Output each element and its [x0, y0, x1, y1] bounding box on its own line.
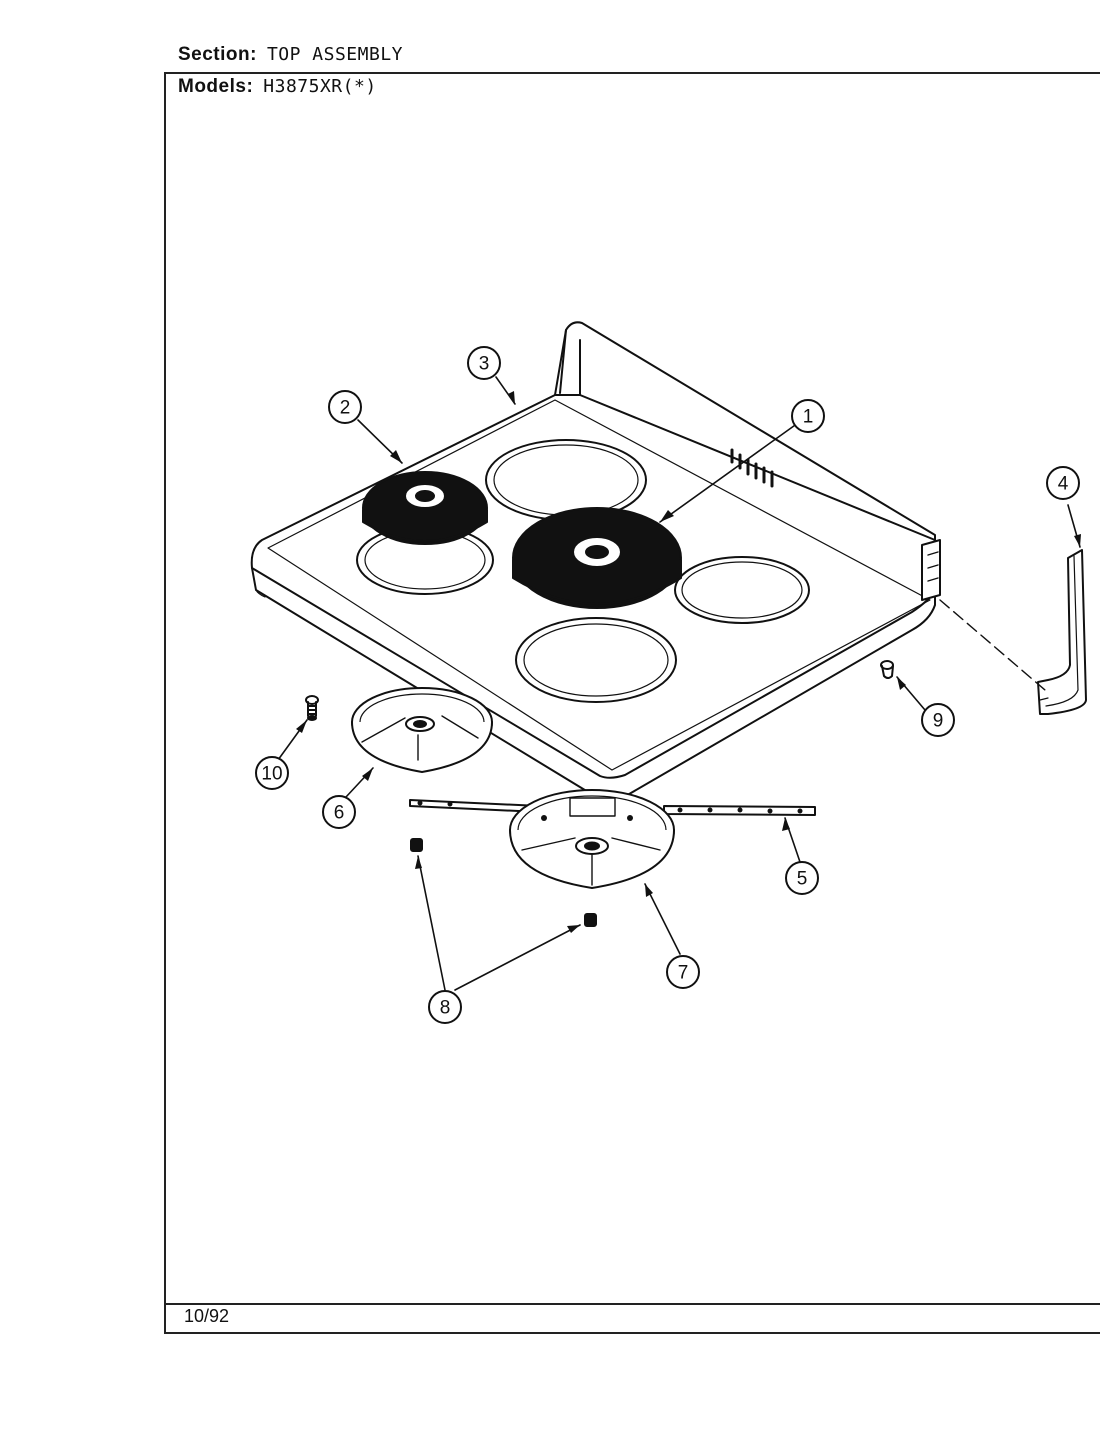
callout-number: 4 — [1058, 474, 1069, 495]
callout-number: 7 — [678, 963, 689, 984]
callout-10: 10 — [255, 756, 289, 790]
section-label: Section: — [178, 44, 257, 65]
small-surface-element — [362, 471, 488, 545]
callout-number: 3 — [479, 354, 490, 375]
frame-left-rule — [164, 72, 166, 1334]
models-header: Models: H3875XR(*) — [178, 76, 377, 98]
callout-2: 2 — [328, 390, 362, 424]
callout-1: 1 — [791, 399, 825, 433]
callout-6: 6 — [322, 795, 356, 829]
section-header: Section: TOP ASSEMBLY — [178, 44, 403, 66]
footer-bottom-rule — [165, 1332, 1100, 1334]
small-drip-bowl — [351, 687, 493, 773]
callout-number: 6 — [334, 803, 345, 824]
support-bar — [409, 799, 816, 816]
large-drip-bowl — [509, 789, 675, 889]
callout-5: 5 — [785, 861, 819, 895]
callout-circle — [791, 399, 825, 433]
callout-circle — [1046, 466, 1080, 500]
callout-circle — [328, 390, 362, 424]
models-label: Models: — [178, 76, 254, 97]
nut-part-8-b — [584, 913, 597, 927]
side-trim-strip — [1037, 549, 1087, 715]
callout-circle — [255, 756, 289, 790]
callout-circle — [467, 346, 501, 380]
revision-date: 10/92 — [184, 1306, 230, 1326]
callout-circle — [428, 990, 462, 1024]
callout-number: 10 — [261, 764, 282, 785]
callout-number: 2 — [340, 398, 351, 419]
callout-circle — [322, 795, 356, 829]
models-value: H3875XR(*) — [263, 76, 377, 97]
footer-top-rule — [165, 1303, 1100, 1305]
screw-part-9 — [880, 660, 894, 679]
screw-part-10 — [305, 695, 319, 721]
callout-number: 5 — [797, 869, 808, 890]
callout-circle — [785, 861, 819, 895]
large-surface-element — [512, 507, 682, 609]
callout-number: 8 — [440, 998, 451, 1019]
leader-arrowheads — [296, 391, 1081, 933]
callout-number: 9 — [933, 711, 944, 732]
nut-part-8-a — [410, 838, 423, 852]
section-value: TOP ASSEMBLY — [266, 44, 403, 65]
callout-8: 8 — [428, 990, 462, 1024]
callout-circle — [921, 703, 955, 737]
frame-top-rule — [165, 72, 1100, 74]
callout-9: 9 — [921, 703, 955, 737]
callout-4: 4 — [1046, 466, 1080, 500]
callout-circle — [666, 955, 700, 989]
callout-3: 3 — [467, 346, 501, 380]
alignment-dashed-line — [939, 599, 1046, 691]
callout-number: 1 — [803, 407, 814, 428]
callout-7: 7 — [666, 955, 700, 989]
